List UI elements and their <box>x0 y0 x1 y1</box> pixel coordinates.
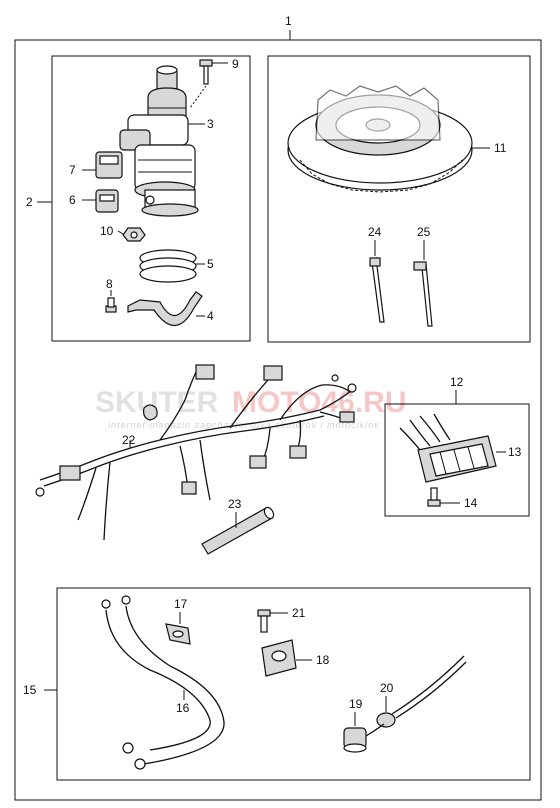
callout-7: 7 <box>69 163 76 177</box>
starter-motor <box>119 65 199 217</box>
cable-tie-24 <box>369 240 385 323</box>
switch-19 <box>343 712 385 753</box>
screw-21 <box>257 609 288 633</box>
callout-20: 20 <box>380 681 394 695</box>
grommet-20 <box>376 655 467 728</box>
clamp-18 <box>261 639 312 677</box>
callout-11: 11 <box>494 141 507 155</box>
callout-2: 2 <box>26 195 33 209</box>
callout-12: 12 <box>450 375 464 389</box>
bolt-9 <box>189 59 228 109</box>
group-2-box <box>51 55 251 342</box>
clip-17 <box>165 612 191 645</box>
callout-4: 4 <box>207 309 214 323</box>
callout-15: 15 <box>23 683 37 697</box>
wire-harness-22 <box>35 364 357 541</box>
group-15-box <box>56 587 531 781</box>
nut-10 <box>117 227 146 242</box>
callout-18: 18 <box>316 653 330 667</box>
screw-8 <box>105 290 117 313</box>
callout-13: 13 <box>508 445 522 459</box>
bolt-14 <box>427 487 460 507</box>
callout-9: 9 <box>232 57 239 71</box>
callout-3: 3 <box>207 117 214 131</box>
ring-5 <box>139 249 205 283</box>
callout-6: 6 <box>69 193 76 207</box>
tube-23 <box>201 506 275 555</box>
group-11-box <box>267 55 531 343</box>
callout-19: 19 <box>349 697 363 711</box>
cable-tie-25 <box>413 240 433 327</box>
stator-11 <box>287 85 490 193</box>
callout-1: 1 <box>285 14 292 28</box>
callout-14: 14 <box>464 496 478 510</box>
callout-5: 5 <box>207 257 214 271</box>
outer-frame <box>14 39 542 801</box>
callout-23: 23 <box>228 497 242 511</box>
battery-cable-16 <box>101 595 225 770</box>
callout-17: 17 <box>174 597 188 611</box>
rectifier-13 <box>399 413 506 483</box>
callout-8: 8 <box>106 277 113 291</box>
callout-10: 10 <box>100 224 114 238</box>
callout-22: 22 <box>122 433 136 447</box>
watermark-brand-right: MOTO46.RU <box>232 386 406 419</box>
relay-6 <box>82 189 119 213</box>
callout-24: 24 <box>368 225 382 239</box>
group-12-box <box>384 403 530 517</box>
bracket-4 <box>127 291 205 327</box>
callout-21: 21 <box>292 606 306 620</box>
callout-25: 25 <box>417 225 431 239</box>
relay-7 <box>82 151 123 179</box>
callout-16: 16 <box>176 701 190 715</box>
